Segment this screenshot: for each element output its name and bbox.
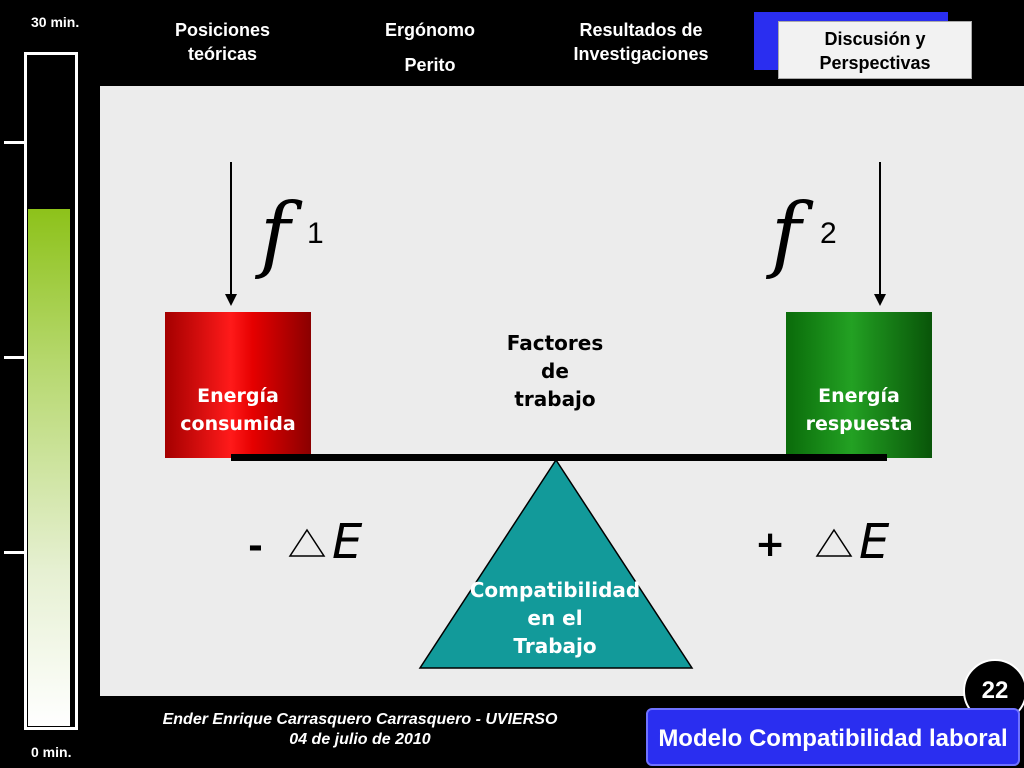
nav-posiciones-teoricas[interactable]: Posiciones teóricas: [174, 20, 271, 64]
nav-resultados-investigaciones[interactable]: Resultados de Investigaciones: [573, 20, 709, 64]
author-name: Ender Enrique Carrasquero Carrasquero - …: [162, 711, 558, 728]
energia-respuesta-box: Energía respuesta: [786, 312, 932, 458]
timer-tick: [4, 356, 24, 359]
f2-subscript: 2: [820, 217, 837, 250]
delta-e-left: E: [332, 514, 363, 570]
left-force-arrow-line: [230, 162, 232, 296]
slide-content: f 1 f 2 Energía consumida Energía respue…: [100, 86, 1024, 696]
timer-top-label: 30 min.: [31, 14, 80, 30]
timer-progress-fill: [28, 209, 70, 726]
delta-triangle-icon: [815, 528, 853, 557]
delta-triangle-icon: [288, 528, 326, 557]
presentation-date: 04 de julio de 2010: [289, 731, 431, 748]
timer-bottom-label: 0 min.: [31, 744, 72, 760]
f2-symbol: f: [771, 187, 802, 282]
nav-ergonomo[interactable]: Ergónomo: [385, 20, 475, 40]
balance-beam: [231, 454, 887, 461]
nav-perito[interactable]: Perito: [404, 55, 456, 75]
timer-tick: [4, 551, 24, 554]
delta-e-right: E: [859, 514, 890, 570]
left-force-arrow-head: [225, 294, 237, 306]
compatibilidad-trabajo-label: Compatibilidad en el Trabajo: [469, 578, 641, 658]
f1-subscript: 1: [307, 217, 324, 250]
right-force-arrow-line: [879, 162, 881, 296]
slide-title-banner: Modelo Compatibilidad laboral: [646, 708, 1020, 766]
plus-sign: +: [755, 524, 786, 565]
right-force-arrow-head: [874, 294, 886, 306]
timer-tick: [4, 141, 24, 144]
factores-de-trabajo-label: Factores de trabajo: [506, 331, 604, 411]
compatibility-triangle: [418, 458, 694, 669]
nav-discusion-perspectivas[interactable]: Discusión y Perspectivas: [778, 21, 972, 79]
minus-sign: -: [248, 526, 263, 567]
energia-consumida-box: Energía consumida: [165, 312, 311, 458]
f1-symbol: f: [260, 187, 291, 282]
footer-author: Ender Enrique Carrasquero Carrasquero - …: [120, 710, 600, 750]
